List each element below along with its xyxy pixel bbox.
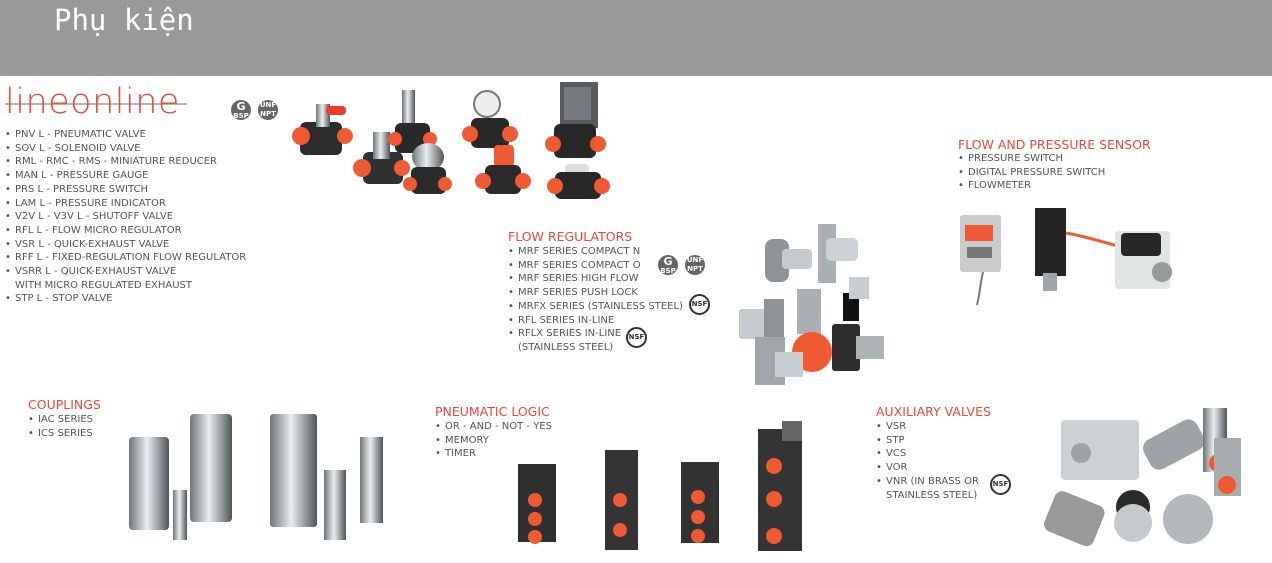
coupling-products-image	[127, 412, 387, 545]
pneumatic-logic-products-image	[514, 421, 814, 553]
lineonline-products-image	[280, 82, 620, 204]
list-item: RFF L - FIXED-REGULATION FLOW REGULATOR	[5, 251, 246, 265]
auxiliary-valve-products-illustration	[1044, 408, 1241, 547]
bsp-badge: G BSP	[658, 255, 678, 275]
list-item: SOV L - SOLENOID VALVE	[5, 142, 246, 156]
list-item-continuation: (STAINLESS STEEL)	[518, 341, 614, 353]
list-item: RFL L - FLOW MICRO REGULATOR	[5, 224, 246, 238]
flow-regulator-products-illustration	[739, 224, 884, 385]
list-item: MRF SERIES PUSH LOCK	[508, 286, 683, 300]
lineonline-list: PNV L - PNEUMATIC VALVE SOV L - SOLENOID…	[5, 128, 246, 306]
pneumatic-logic-title: PNEUMATIC LOGIC	[435, 404, 550, 419]
auxiliary-valves-title: AUXILIARY VALVES	[876, 404, 991, 419]
list-item: VOR	[876, 461, 979, 475]
bsp-badge: G BSP	[231, 100, 251, 120]
list-item: DIGITAL PRESSURE SWITCH	[958, 166, 1105, 180]
list-item: MEMORY	[435, 434, 552, 448]
sensor-products-illustration	[960, 208, 1172, 306]
nsf-certification-icon: NSF	[990, 474, 1011, 495]
list-item: MAN L - PRESSURE GAUGE	[5, 169, 246, 183]
couplings-title: COUPLINGS	[28, 397, 101, 412]
flow-regulator-products-image	[735, 222, 885, 387]
npt-badge: UNF NPT	[685, 255, 705, 275]
logo-line	[5, 103, 187, 105]
list-item: ICS SERIES	[28, 427, 93, 441]
couplings-list: IAC SERIES ICS SERIES	[28, 413, 93, 440]
pneumatic-logic-products-illustration	[518, 421, 802, 551]
list-item: RML - RMC - RMS - MINIATURE REDUCER	[5, 155, 246, 169]
list-item: MRFX SERIES (STAINLESS STEEL)	[508, 300, 683, 314]
auxiliary-valve-products-image	[1037, 403, 1252, 556]
coupling-products-illustration	[129, 414, 383, 540]
list-item: IAC SERIES	[28, 413, 93, 427]
flow-pressure-sensor-title: FLOW AND PRESSURE SENSOR	[958, 137, 1151, 152]
flow-regulators-list: MRF SERIES COMPACT N MRF SERIES COMPACT …	[508, 245, 683, 355]
list-item: MRF SERIES COMPACT O	[508, 259, 683, 273]
list-item: V2V L - V3V L - SHUTOFF VALVE	[5, 210, 246, 224]
list-item: LAM L - PRESSURE INDICATOR	[5, 197, 246, 211]
list-item: PNV L - PNEUMATIC VALVE	[5, 128, 246, 142]
flow-pressure-sensor-list: PRESSURE SWITCH DIGITAL PRESSURE SWITCH …	[958, 152, 1105, 193]
pneumatic-logic-list: OR - AND - NOT - YES MEMORY TIMER	[435, 420, 552, 461]
list-item: RFLX SERIES IN-LINE	[508, 327, 683, 341]
list-item: RFL SERIES IN-LINE	[508, 314, 683, 328]
list-item: VCS	[876, 447, 979, 461]
list-item: VSRR L - QUICK-EXHAUST VALVE	[5, 265, 246, 279]
list-item: VSR	[876, 420, 979, 434]
page-header: Phụ kiện	[0, 0, 1272, 76]
lineonline-logo: lineonline	[5, 82, 187, 125]
list-item: STP L - STOP VALVE	[5, 292, 246, 306]
list-item: PRS L - PRESSURE SWITCH	[5, 183, 246, 197]
list-item: STP	[876, 434, 979, 448]
page-title: Phụ kiện	[54, 3, 194, 37]
list-item: MRF SERIES COMPACT N	[508, 245, 683, 259]
nsf-certification-icon: NSF	[626, 327, 647, 348]
list-item-continuation: WITH MICRO REGULATED EXHAUST	[15, 279, 193, 291]
lineonline-logo-text: lineonline	[5, 82, 180, 122]
list-item: VSR L - QUICK-EXHAUST VALVE	[5, 238, 246, 252]
nsf-certification-icon: NSF	[689, 294, 710, 315]
npt-badge: UNF NPT	[258, 100, 278, 120]
list-item: OR - AND - NOT - YES	[435, 420, 552, 434]
flow-regulators-title: FLOW REGULATORS	[508, 229, 633, 244]
list-item: MRF SERIES HIGH FLOW	[508, 272, 683, 286]
lineonline-products-illustration	[292, 82, 610, 199]
sensor-products-image	[955, 205, 1175, 307]
list-item: VNR (IN BRASS OR	[876, 475, 979, 489]
list-item-continuation: STAINLESS STEEL)	[886, 489, 978, 501]
list-item: PRESSURE SWITCH	[958, 152, 1105, 166]
list-item: FLOWMETER	[958, 179, 1105, 193]
list-item: TIMER	[435, 447, 552, 461]
auxiliary-valves-list: VSR STP VCS VOR VNR (IN BRASS OR STAINLE…	[876, 420, 979, 502]
